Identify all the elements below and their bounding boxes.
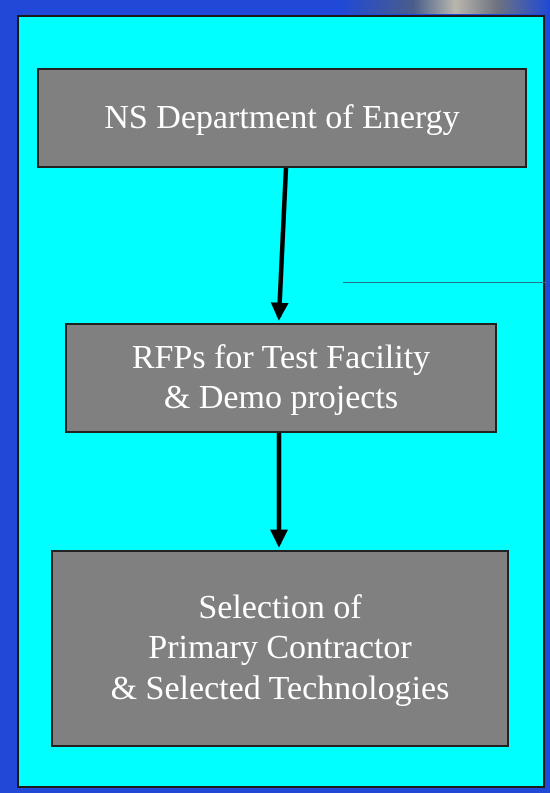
node-label-line: RFPs for Test Facility [131,338,431,376]
arrow-doe-to-rfps [270,167,289,321]
node-ns-department-of-energy: NS Department of Energy [37,68,527,168]
node-rfps-test-facility: RFPs for Test Facility & Demo projects [65,323,497,433]
node-label-line: & Demo projects [163,379,399,416]
divider-line [343,282,547,283]
node-selection-of-contractor: Selection of Primary Contractor & Select… [51,550,509,747]
node-label-line: & Selected Technologies [110,669,450,707]
node-label-line: NS Department of Energy [104,98,460,136]
node-label-line: Primary Contractor [148,629,412,667]
node-label-line: Selection of [198,589,362,627]
flowchart-panel: NS Department of Energy RFPs for Test Fa… [17,15,547,788]
corner-decoration [340,0,550,14]
